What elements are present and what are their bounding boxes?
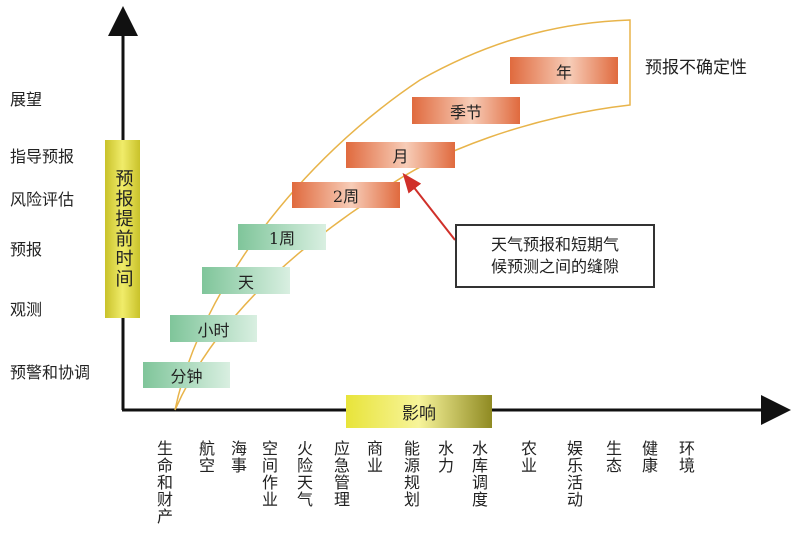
sector-label: 能源规划 — [401, 440, 420, 508]
x-axis-label: 影响 — [346, 395, 492, 428]
sector-label: 娱乐活动 — [564, 440, 583, 508]
gap-callout: 天气预报和短期气候预测之间的缝隙 — [455, 224, 655, 288]
sector-label: 生态 — [603, 440, 622, 474]
scale-box-month: 月 — [346, 142, 455, 168]
left-label-risk: 风险评估 — [10, 190, 75, 209]
uncertainty-label: 预报不确定性 — [645, 58, 747, 78]
scale-box-hours: 小时 — [170, 315, 257, 342]
uncertainty-envelope — [174, 19, 631, 411]
sector-label: 商业 — [364, 440, 383, 474]
sector-label: 空间作业 — [259, 440, 278, 508]
gap-arrow — [402, 172, 456, 241]
scale-box-season: 季节 — [412, 97, 520, 124]
left-label-observation: 观测 — [10, 300, 43, 319]
left-label-warning: 预警和协调 — [10, 363, 91, 382]
scale-box-day: 天 — [202, 267, 290, 294]
sector-label: 健康 — [639, 440, 658, 474]
sector-label: 水力 — [435, 440, 454, 474]
scale-box-year: 年 — [510, 57, 618, 84]
sector-label: 环境 — [676, 440, 695, 474]
sector-label: 生命和财产 — [154, 440, 173, 525]
sector-label: 航空 — [196, 440, 215, 474]
left-label-outlook: 展望 — [10, 90, 43, 109]
sector-label: 应急管理 — [331, 440, 350, 508]
y-axis-label: 预报提前时间 — [105, 140, 140, 318]
left-label-guidance: 指导预报 — [10, 147, 75, 166]
callout-line-1: 天气预报和短期气 — [490, 235, 619, 254]
scale-box-1week: 1周 — [238, 224, 326, 250]
sector-label: 火险天气 — [294, 440, 313, 508]
left-label-forecast: 预报 — [10, 240, 43, 259]
scale-box-minutes: 分钟 — [143, 362, 230, 388]
callout-line-2: 候预测之间的缝隙 — [490, 257, 619, 276]
scale-box-2weeks: 2周 — [292, 182, 400, 208]
sector-label: 水库调度 — [469, 440, 488, 508]
sector-label: 农业 — [518, 440, 537, 474]
sector-label: 海事 — [228, 440, 247, 474]
